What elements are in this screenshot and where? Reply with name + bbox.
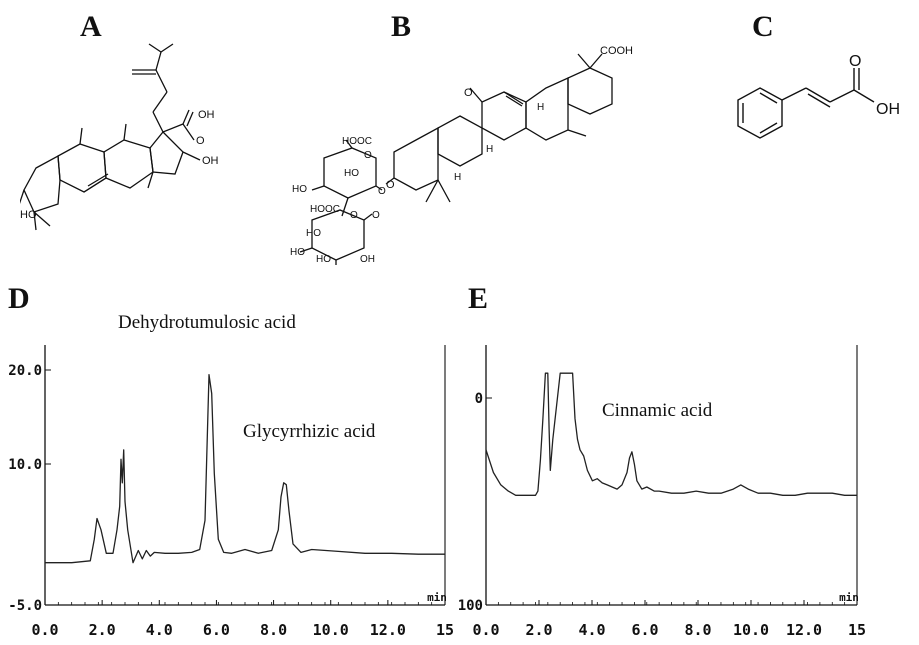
chart-e-x-tick-label: 15 bbox=[848, 621, 866, 639]
atom-ho: HO bbox=[20, 209, 37, 221]
structure-b: COOH O H H H HOOC HO HO HO HOOC HO HO OH… bbox=[290, 40, 633, 265]
atom-o: O bbox=[378, 186, 386, 197]
panel-label-d: D bbox=[8, 282, 30, 315]
chart-d-y-tick-label: 20.0 bbox=[8, 363, 42, 379]
chart-e-x-tick-label: 0.0 bbox=[472, 621, 499, 639]
chart-d-trace bbox=[45, 374, 445, 564]
chart-e-x-tick-label: 10.0 bbox=[733, 621, 769, 639]
chart-e-trace bbox=[485, 372, 857, 496]
atom-oh: OH bbox=[876, 101, 900, 118]
chart-d-x-tick-label: 8.0 bbox=[260, 621, 287, 639]
atom-o: O bbox=[372, 210, 380, 221]
atom-o: O bbox=[849, 53, 861, 70]
atom-o: O bbox=[196, 135, 205, 147]
atom-ho: HO bbox=[292, 184, 307, 195]
panel-label-c: C bbox=[752, 10, 774, 43]
atom-h: H bbox=[454, 172, 461, 183]
structure-c: O OH bbox=[737, 53, 900, 139]
atom-ho: HO bbox=[290, 247, 305, 258]
peak-label-dehydrotumulosic-acid: Dehydrotumulosic acid bbox=[118, 312, 296, 333]
peak-label-glycyrrhizic-acid: Glycyrrhizic acid bbox=[243, 421, 376, 442]
panel-label-a: A bbox=[80, 10, 102, 43]
atom-o: O bbox=[464, 87, 473, 99]
panel-label-e: E bbox=[468, 282, 489, 315]
chart-d-x-tick-label: 2.0 bbox=[89, 621, 116, 639]
chart-e-x-tick-label: 6.0 bbox=[631, 621, 658, 639]
panel-label-b: B bbox=[391, 10, 412, 43]
chart-e-x-tick-label: 2.0 bbox=[525, 621, 552, 639]
chart-e-x-tick-label: 8.0 bbox=[684, 621, 711, 639]
atom-cooh: COOH bbox=[600, 45, 633, 57]
atom-h: H bbox=[537, 102, 544, 113]
atom-ho: HO bbox=[316, 254, 331, 265]
atom-o: O bbox=[350, 210, 358, 221]
atom-oh: OH bbox=[202, 155, 219, 167]
atom-oh: OH bbox=[290, 40, 305, 43]
chart-d-x-tick-label: 4.0 bbox=[146, 621, 173, 639]
atom-hooc: HOOC bbox=[342, 136, 372, 147]
atom-hooc: HOOC bbox=[310, 204, 340, 215]
atom-ho: HO bbox=[344, 168, 359, 179]
chart-d-y-tick-label: -5.0 bbox=[8, 598, 42, 614]
chart-e-y-tick-label: 100 bbox=[458, 598, 483, 614]
atom-oh: OH bbox=[198, 109, 215, 121]
chart-d-x-tick-label: 10.0 bbox=[313, 621, 349, 639]
chart-e-x-axis-label: min bbox=[839, 591, 859, 604]
chart-e-x-tick-label: 4.0 bbox=[578, 621, 605, 639]
structure-a: OH O HO OH bbox=[20, 43, 219, 231]
chart-e-x-tick-label: 12.0 bbox=[786, 621, 822, 639]
chart-d-x-tick-label: 6.0 bbox=[203, 621, 230, 639]
atom-ho: HO bbox=[306, 228, 321, 239]
atom-o: O bbox=[364, 150, 372, 161]
atom-h: H bbox=[486, 144, 493, 155]
atom-oh: OH bbox=[360, 254, 375, 265]
chart-d-x-axis-label: min bbox=[427, 591, 447, 604]
chart-d-x-tick-label: 15 bbox=[436, 621, 454, 639]
chart-d-x-tick-label: 0.0 bbox=[31, 621, 58, 639]
atom-o: O bbox=[386, 179, 395, 191]
chart-d-x-tick-label: 12.0 bbox=[370, 621, 406, 639]
chart-d-y-tick-label: 10.0 bbox=[8, 457, 42, 473]
peak-label-cinnamic-acid: Cinnamic acid bbox=[602, 400, 713, 421]
chart-e-y-tick-label: 0 bbox=[475, 391, 483, 407]
